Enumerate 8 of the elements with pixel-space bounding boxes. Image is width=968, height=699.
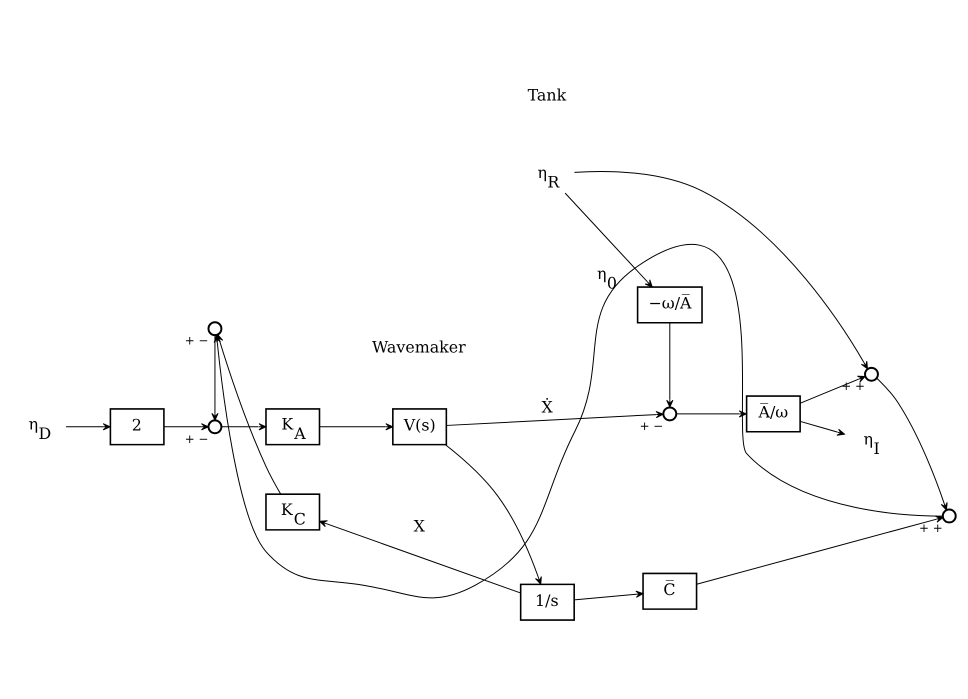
label: Wavemaker — [372, 337, 466, 356]
edge-label: X — [414, 516, 425, 536]
node-label: + − — [640, 418, 664, 433]
node-label: + − — [184, 432, 208, 446]
node-label: + + — [919, 520, 943, 535]
edge-label: Ẋ — [541, 398, 553, 417]
label: Tank — [528, 86, 566, 105]
node-label: + − — [184, 334, 208, 348]
